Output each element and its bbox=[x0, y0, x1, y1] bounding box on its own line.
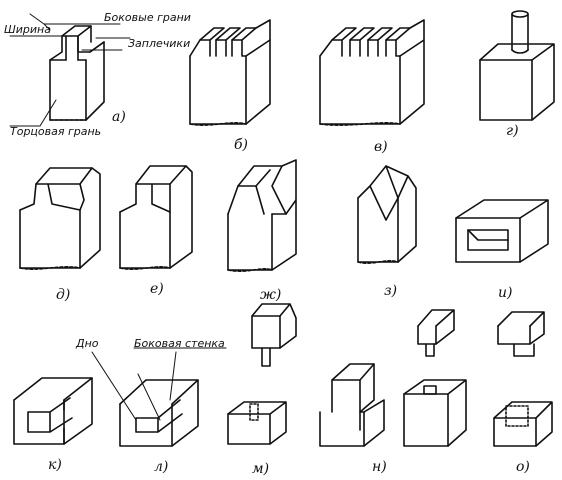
caption-b: б) bbox=[234, 137, 249, 153]
caption-zh: ж) bbox=[260, 287, 282, 303]
figure-zh-double-dovetail bbox=[227, 159, 297, 272]
figure-a-single-rib bbox=[9, 13, 131, 127]
caption-a: а) bbox=[112, 109, 126, 125]
caption-d: д) bbox=[56, 287, 71, 303]
caption-k: к) bbox=[48, 457, 62, 473]
figure-d-dovetail bbox=[19, 167, 101, 270]
figure-i-hollow-tube bbox=[455, 199, 549, 263]
caption-e: е) bbox=[150, 281, 164, 297]
label-width: Ширина bbox=[4, 23, 51, 36]
figure-l-channel bbox=[91, 347, 227, 447]
caption-v: в) bbox=[374, 139, 388, 155]
caption-g: г) bbox=[506, 123, 519, 139]
label-end-face: Торцовая грань bbox=[10, 125, 102, 138]
figure-o-tslot bbox=[493, 311, 553, 447]
figure-g-pin bbox=[479, 10, 555, 121]
figure-m-pocket bbox=[227, 303, 297, 445]
label-side-faces: Боковые грани bbox=[104, 11, 191, 24]
figure-b-two-ribs bbox=[189, 19, 271, 126]
label-shoulders: Заплечики bbox=[128, 37, 191, 50]
figure-k-c-block bbox=[13, 377, 93, 445]
caption-o: о) bbox=[516, 459, 530, 475]
caption-m: м) bbox=[252, 461, 270, 477]
caption-z: з) bbox=[384, 283, 398, 299]
figure-n-stacked bbox=[319, 309, 467, 447]
caption-i: и) bbox=[498, 285, 513, 301]
caption-n: н) bbox=[372, 459, 387, 475]
label-side-wall: Боковая стенка bbox=[134, 337, 225, 350]
figure-e-half-dovetail bbox=[119, 165, 193, 270]
label-bottom: Дно bbox=[76, 337, 99, 350]
caption-l: л) bbox=[154, 459, 169, 475]
figure-v-three-ribs bbox=[319, 19, 425, 126]
figure-z-prism-vgroove bbox=[357, 165, 417, 264]
